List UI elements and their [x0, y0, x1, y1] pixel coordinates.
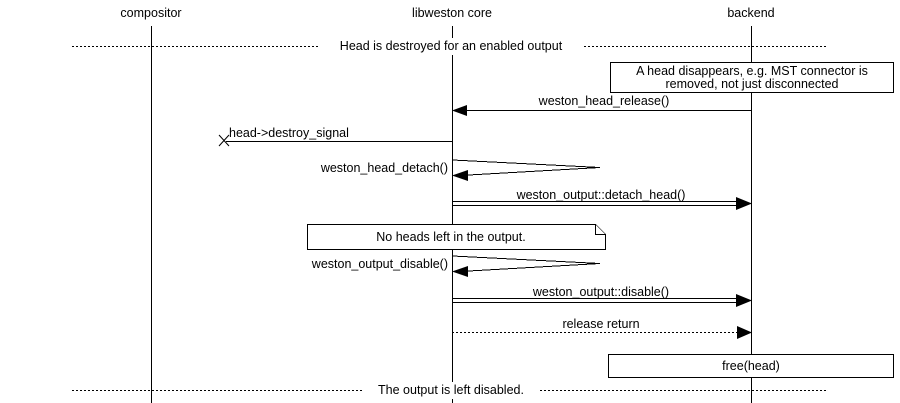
message-weston-head-release-arrowhead [452, 105, 467, 116]
message-weston-head-detach-line [452, 159, 601, 176]
message-weston-head-release-label: weston_head_release() [538, 94, 670, 108]
message-weston-output-disable-call[interactable]: weston_output_disable() [311, 255, 601, 277]
message-head-destroy-signal[interactable]: head->destroy_signal [218, 126, 452, 147]
note-head-disappears-box [610, 62, 894, 93]
message-weston-output-disable-call-label: weston_output_disable() [311, 257, 448, 271]
separator-top: Head is destroyed for an enabled output [72, 38, 827, 55]
participant-label-libweston-core: libweston core [412, 6, 492, 20]
message-weston-head-detach-arrowhead [452, 170, 468, 181]
message-head-destroy-signal-label: head->destroy_signal [229, 126, 349, 140]
destroy-x-icon [218, 134, 230, 147]
separator-bottom-label: The output is left disabled. [378, 383, 524, 397]
message-weston-output-detach-head[interactable]: weston_output::detach_head() [452, 188, 752, 210]
note-no-heads-left-line-1: No heads left in the output. [376, 230, 525, 244]
note-no-heads-left-box [307, 224, 606, 250]
note-free-head-box [608, 354, 894, 378]
message-release-return[interactable]: release return [452, 317, 752, 339]
message-weston-output-disable[interactable]: weston_output::disable() [452, 285, 752, 307]
note-no-heads-left: No heads left in the output. [307, 224, 606, 250]
participant-libweston-core[interactable]: libweston core [412, 6, 492, 20]
message-weston-output-detach-head-arrowhead [736, 197, 752, 210]
note-head-disappears-line-2: removed, not just disconnected [665, 77, 838, 91]
message-weston-output-disable-call-line [452, 255, 601, 272]
separator-top-label-bg [318, 38, 584, 55]
message-release-return-label: release return [562, 317, 639, 331]
note-head-disappears: A head disappears, e.g. MST connector is… [610, 62, 894, 93]
note-no-heads-left-fold [595, 224, 606, 235]
note-free-head: free(head) [608, 354, 894, 378]
message-weston-output-disable-label: weston_output::disable() [532, 285, 669, 299]
participant-compositor[interactable]: compositor [120, 6, 181, 20]
participant-label-compositor: compositor [120, 6, 181, 20]
message-weston-output-disable-arrowhead [736, 294, 752, 307]
separator-top-label: Head is destroyed for an enabled output [340, 39, 563, 53]
message-weston-head-release[interactable]: weston_head_release() [452, 94, 751, 116]
message-weston-output-disable-call-arrowhead [452, 266, 468, 277]
note-free-head-line-1: free(head) [722, 359, 780, 373]
participant-backend[interactable]: backend [727, 6, 774, 20]
message-release-return-arrowhead [737, 326, 752, 339]
separator-bottom: The output is left disabled. [72, 382, 827, 399]
message-weston-head-detach[interactable]: weston_head_detach() [320, 159, 601, 181]
message-weston-output-detach-head-label: weston_output::detach_head() [516, 188, 686, 202]
message-weston-head-detach-label: weston_head_detach() [320, 161, 448, 175]
note-head-disappears-line-1: A head disappears, e.g. MST connector is [636, 64, 868, 78]
separator-bottom-label-bg [363, 382, 539, 399]
participant-label-backend: backend [727, 6, 774, 20]
